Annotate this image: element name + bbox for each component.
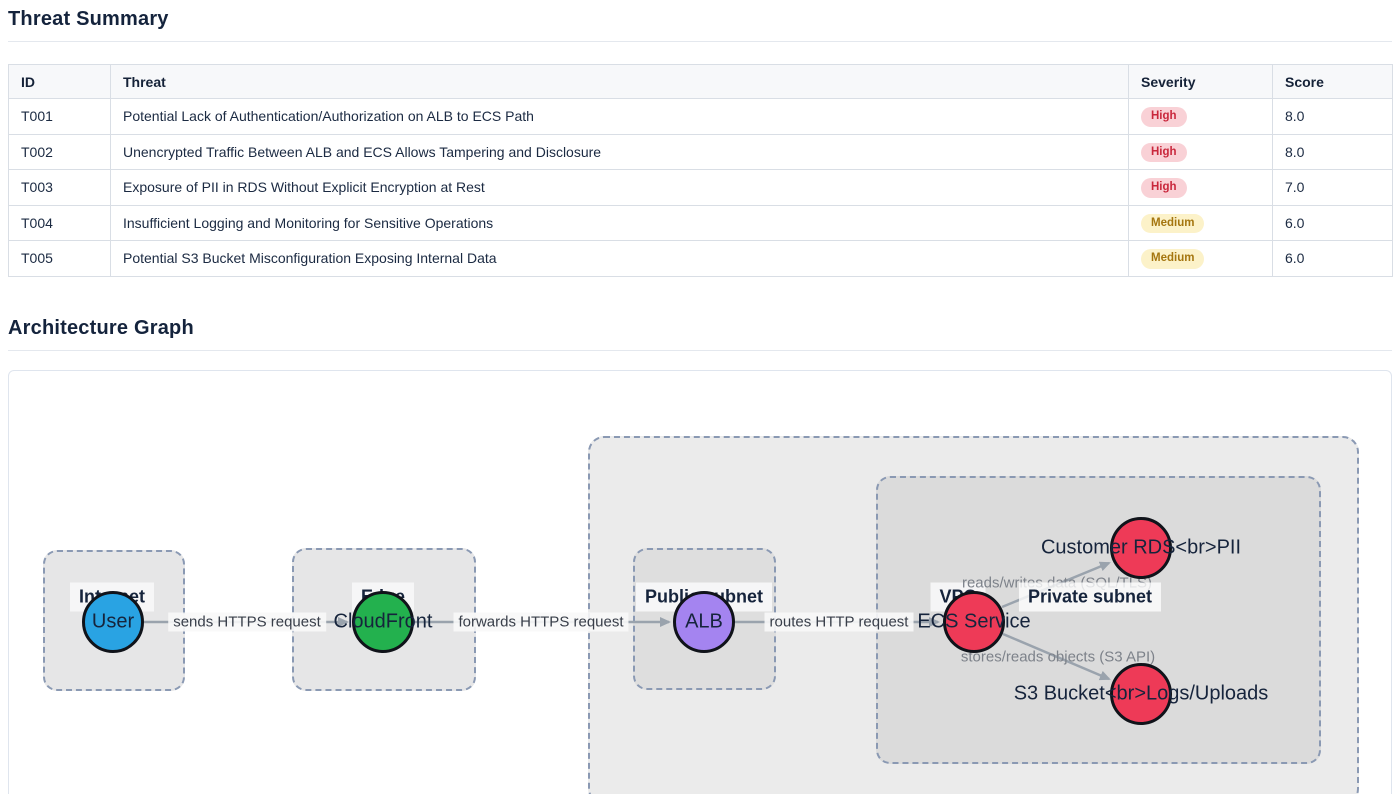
- threat-score: 8.0: [1272, 133, 1393, 171]
- node-label-s3: S3 Bucket<br>Logs/Uploads: [1013, 682, 1269, 705]
- node-alb-circle: [673, 590, 735, 653]
- column-header-severity: Severity: [1128, 64, 1273, 99]
- severity-badge: High: [1141, 178, 1187, 198]
- column-header-score: Score: [1272, 64, 1393, 99]
- table-row: T002 Unencrypted Traffic Between ALB and…: [8, 133, 1393, 171]
- threat-score: 8.0: [1272, 98, 1393, 135]
- edge-ecs-s3: [1002, 632, 1111, 680]
- architecture-graph-title: Architecture Graph: [8, 309, 1392, 351]
- node-rds-circle: [1110, 516, 1172, 579]
- threat-text: Unencrypted Traffic Between ALB and ECS …: [110, 133, 1129, 171]
- edge-label-forwards-https: forwards HTTPS request: [453, 612, 629, 632]
- node-label-user: User: [91, 610, 135, 633]
- node-label-ecs: ECS Service: [917, 610, 1031, 633]
- node-ecs-circle: [943, 590, 1005, 653]
- severity-badge: Medium: [1141, 249, 1205, 269]
- table-header-row: ID Threat Severity Score: [8, 64, 1393, 99]
- column-header-threat: Threat: [110, 64, 1129, 99]
- cluster-label-private-subnet: Private subnet: [1018, 582, 1162, 612]
- threat-score: 6.0: [1272, 240, 1393, 277]
- threat-id: T001: [8, 98, 111, 135]
- node-s3-circle: [1110, 662, 1172, 725]
- node-label-alb: ALB: [685, 610, 723, 633]
- threat-text: Insufficient Logging and Monitoring for …: [110, 204, 1129, 242]
- table-row: T005 Potential S3 Bucket Misconfiguratio…: [8, 240, 1393, 277]
- cluster-public-subnet: [633, 547, 776, 690]
- edge-lines: [144, 561, 1111, 680]
- threat-id: T005: [8, 240, 111, 277]
- threat-score: 7.0: [1272, 169, 1393, 206]
- threat-id: T004: [8, 204, 111, 242]
- node-cloudfront-circle: [352, 590, 414, 653]
- node-label-cloudfront: CloudFront: [333, 610, 433, 633]
- table-row: T003 Exposure of PII in RDS Without Expl…: [8, 169, 1393, 206]
- node-label-rds: Customer RDS<br>PII: [1040, 536, 1242, 559]
- table-row: T001 Potential Lack of Authentication/Au…: [8, 98, 1393, 135]
- threat-text: Potential S3 Bucket Misconfiguration Exp…: [110, 240, 1129, 277]
- edge-label-stores-reads: stores/reads objects (S3 API): [960, 648, 1156, 666]
- threat-summary-table: ID Threat Severity Score T001 Potential …: [8, 64, 1393, 277]
- severity-badge: High: [1141, 107, 1187, 127]
- architecture-graph-panel: Internet Edge Public subnet VPC sends HT…: [8, 369, 1392, 794]
- column-header-id: ID: [8, 64, 111, 99]
- node-user-circle: [82, 590, 144, 653]
- edge-label-routes-http: routes HTTP request: [764, 612, 914, 632]
- edge-label-sends-https: sends HTTPS request: [168, 612, 326, 632]
- threat-text: Exposure of PII in RDS Without Explicit …: [110, 169, 1129, 206]
- threat-id: T002: [8, 133, 111, 171]
- severity-badge: Medium: [1141, 213, 1205, 234]
- threat-score: 6.0: [1272, 204, 1393, 242]
- table-row: T004 Insufficient Logging and Monitoring…: [8, 204, 1393, 242]
- threat-text: Potential Lack of Authentication/Authori…: [110, 98, 1129, 135]
- report-page: Threat Summary ID Threat Severity Score …: [8, 0, 1393, 794]
- threat-id: T003: [8, 169, 111, 206]
- threat-summary-title: Threat Summary: [8, 0, 1392, 42]
- severity-badge: High: [1141, 142, 1187, 163]
